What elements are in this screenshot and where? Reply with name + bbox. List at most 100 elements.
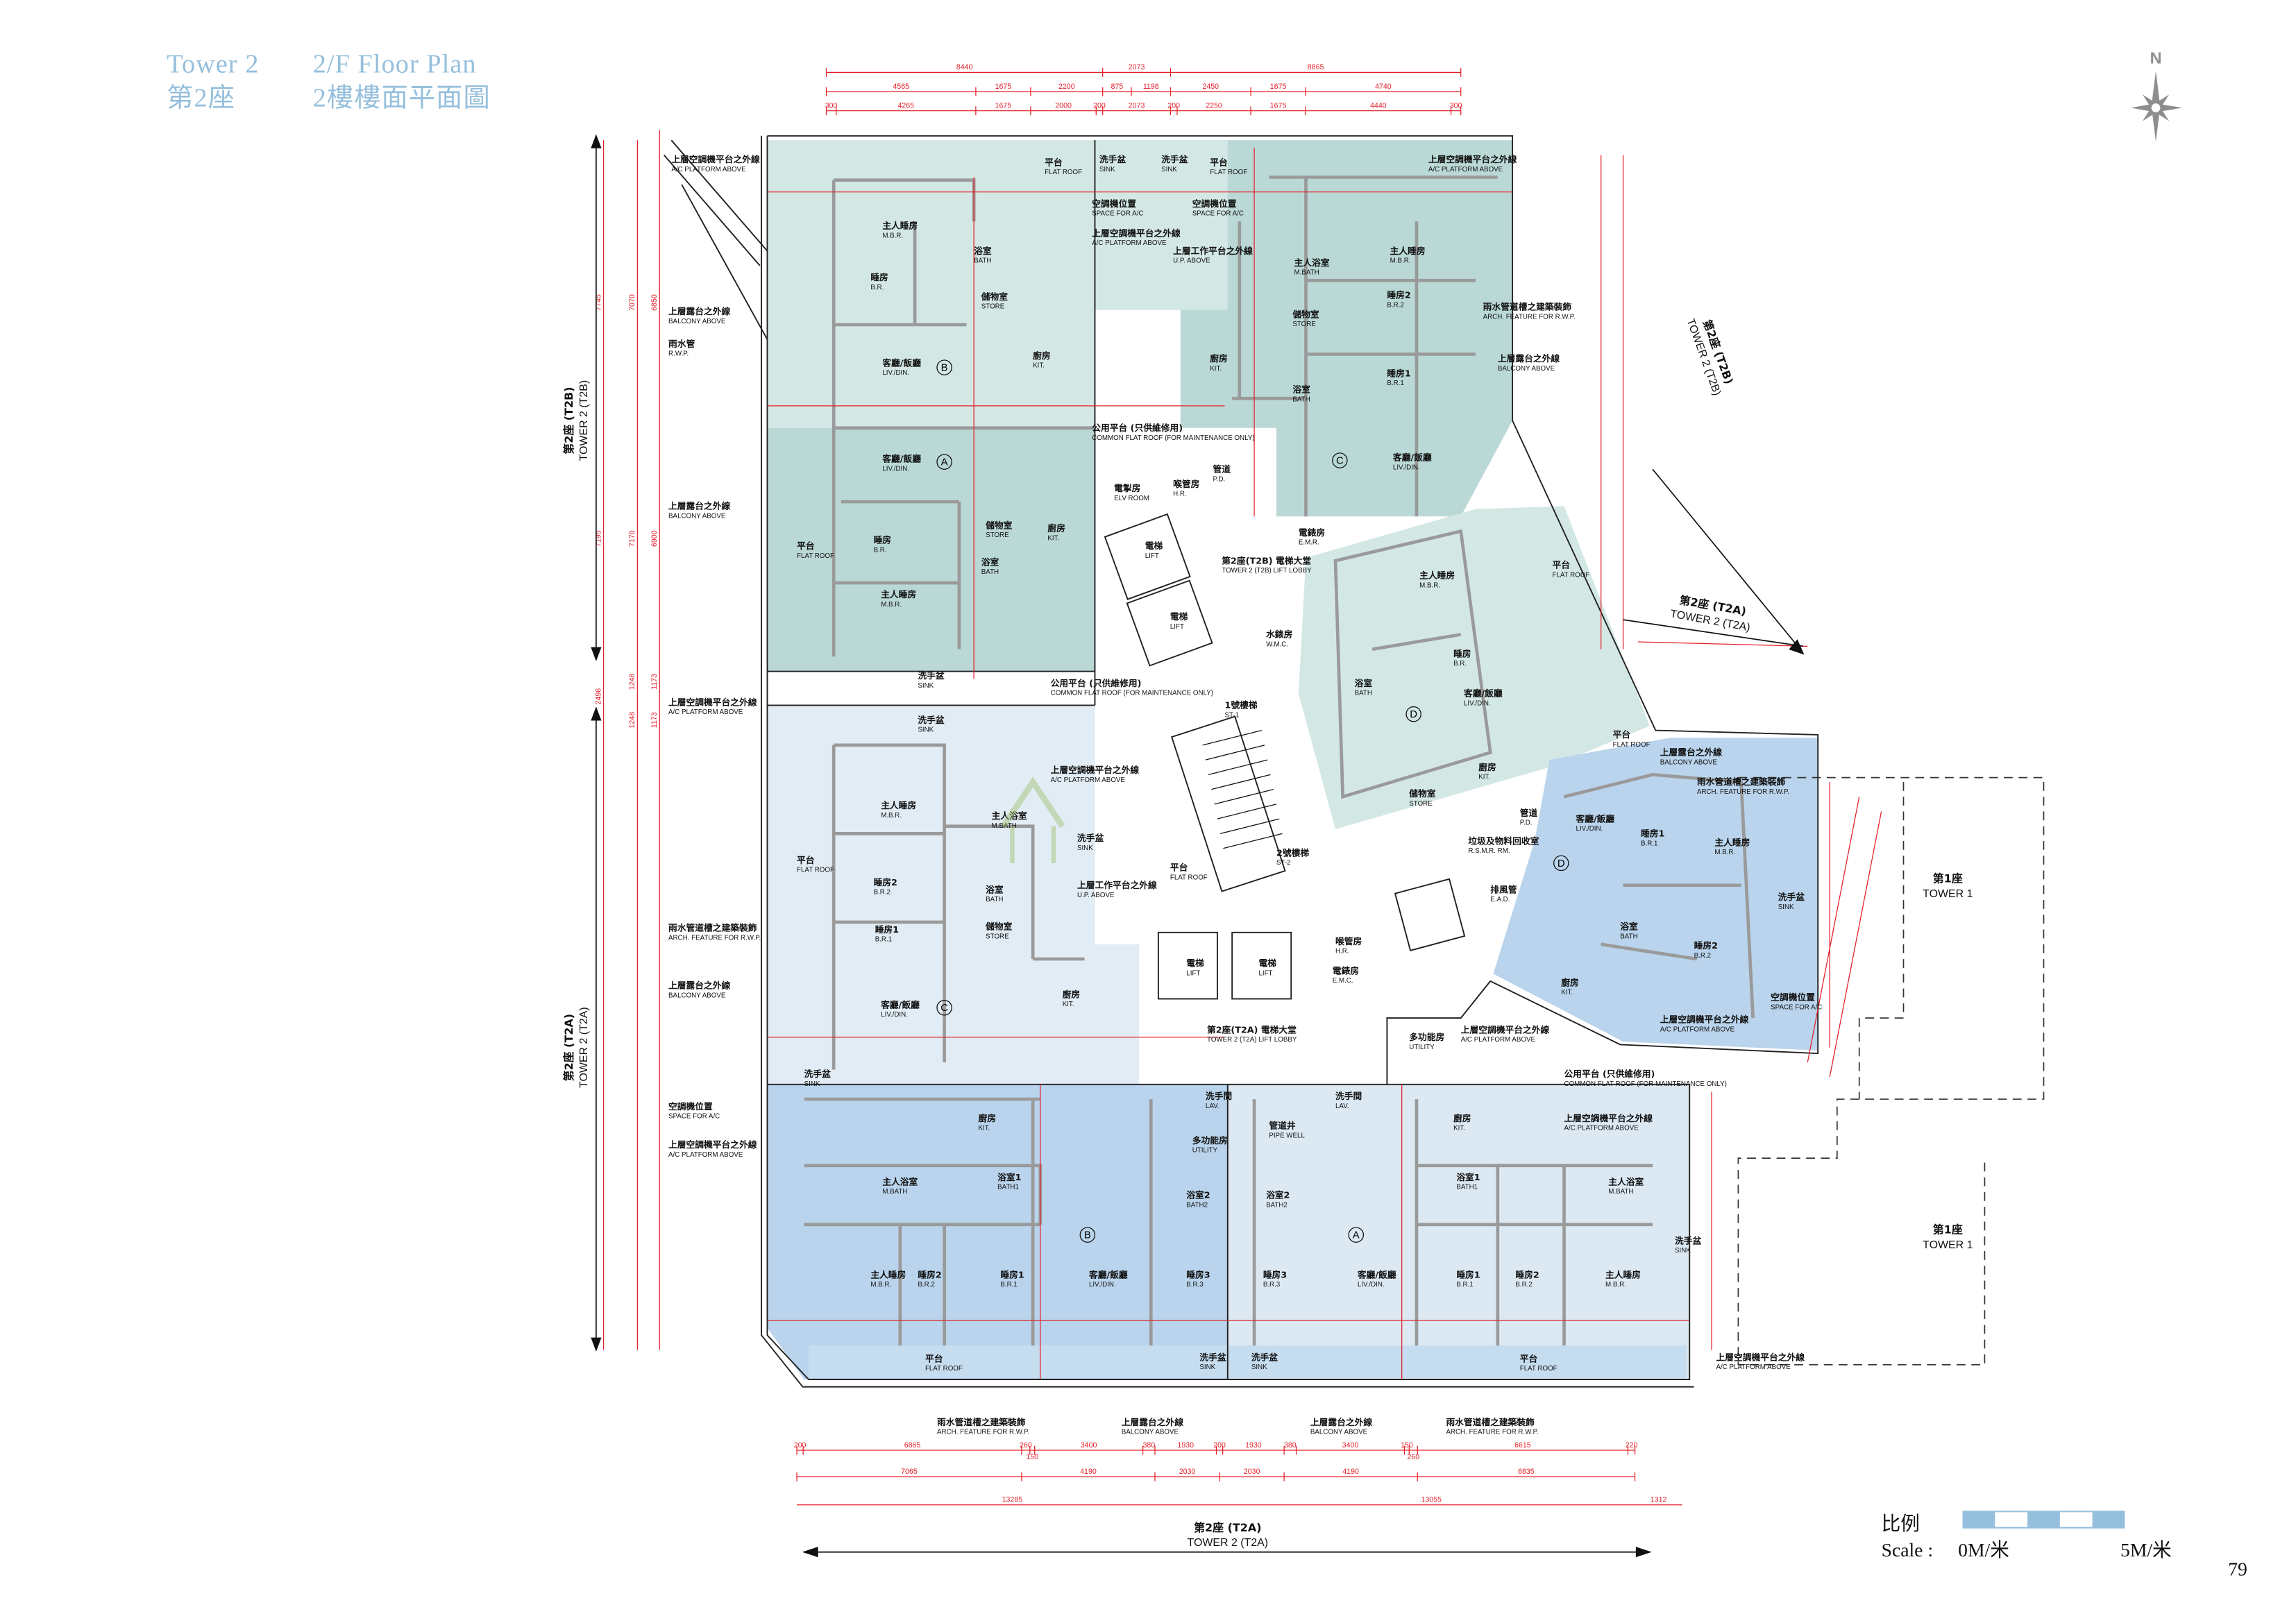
room-label-en: LIFT bbox=[1145, 552, 1159, 560]
room-label-zh: 睡房 bbox=[874, 535, 892, 546]
room-label-zh: 上層空調機平台之外線 bbox=[1461, 1024, 1550, 1035]
room-label-en: KIT. bbox=[1047, 534, 1059, 542]
room-label-en: COMMON FLAT ROOF (FOR MAINTENANCE ONLY) bbox=[1564, 1080, 1727, 1088]
dimension-label: 2000 bbox=[1055, 101, 1072, 110]
dimension-label: 1675 bbox=[1270, 101, 1287, 110]
room-label-zh: 垃圾及物料回收室 bbox=[1468, 835, 1539, 847]
room-label-zh: 睡房2 bbox=[874, 877, 897, 888]
room-label-en: KIT. bbox=[1478, 774, 1490, 781]
tower-label-zh: 第1座 bbox=[1933, 1223, 1963, 1237]
room-label-zh: 睡房1 bbox=[1000, 1269, 1024, 1280]
room-label-en: B.R. bbox=[874, 546, 887, 554]
tower-label: 第2座 (T2B)TOWER 2 (T2B) bbox=[1684, 317, 1735, 397]
unit-marker-letter: C bbox=[940, 1003, 948, 1014]
room-label-zh: 廚房 bbox=[1561, 977, 1578, 988]
room-label-en: BALCONY ABOVE bbox=[668, 318, 726, 325]
room-label-en: A/C PLATFORM ABOVE bbox=[1564, 1125, 1639, 1132]
room-label-zh: 睡房3 bbox=[1186, 1269, 1210, 1280]
tower-label-en: TOWER 2 (T2A) bbox=[1188, 1537, 1269, 1549]
dimension-label: 875 bbox=[1111, 83, 1123, 91]
room-label-zh: 洗手間 bbox=[1335, 1091, 1362, 1102]
room-label-zh: 上層空調機平台之外線 bbox=[1051, 765, 1140, 776]
room-label-zh: 洗手盆 bbox=[1099, 154, 1126, 165]
room-label-en: BATH bbox=[974, 257, 991, 265]
unit-marker-circle bbox=[1406, 706, 1421, 722]
room-label-en: LIV./DIN. bbox=[882, 465, 909, 473]
walls bbox=[663, 135, 2045, 1388]
room-label-zh: 儲物室 bbox=[1292, 309, 1319, 320]
room-label-en: A/C PLATFORM ABOVE bbox=[1051, 776, 1126, 784]
room-label-en: FLAT ROOF bbox=[1045, 169, 1082, 176]
room-label-en: A/C PLATFORM ABOVE bbox=[668, 708, 743, 716]
room-label-zh: 儲物室 bbox=[985, 520, 1012, 531]
dimension-label: 2030 bbox=[1244, 1468, 1260, 1476]
room-label-zh: 浴室2 bbox=[1266, 1190, 1290, 1201]
unit-marker-letter: A bbox=[941, 457, 948, 468]
room-label-en: P.D. bbox=[1213, 475, 1226, 483]
room-label-en: SINK bbox=[918, 682, 934, 690]
title-floor-zh: 2樓樓面平面圖 bbox=[313, 83, 491, 112]
room-label-en: ST-1 bbox=[1225, 711, 1240, 719]
dimension-label: 1675 bbox=[995, 101, 1012, 110]
room-label-zh: 空調機位置 bbox=[1092, 198, 1136, 210]
room-label-zh: 睡房1 bbox=[1456, 1269, 1480, 1280]
room-label-en: B.R.2 bbox=[1387, 301, 1403, 309]
room-label-zh: 睡房2 bbox=[1387, 290, 1410, 301]
room-label-zh: 1號樓梯 bbox=[1225, 700, 1258, 711]
room-label-en: M.BATH bbox=[882, 1188, 907, 1196]
room-label-zh: 上層露台之外線 bbox=[668, 501, 730, 512]
dimension-label: 1198 bbox=[1143, 83, 1159, 91]
room-label-en: UTILITY bbox=[1409, 1044, 1435, 1051]
room-label-zh: 主人睡房 bbox=[870, 1269, 906, 1280]
room-label-en: KIT. bbox=[1033, 362, 1045, 370]
dimension-label: 200 bbox=[1093, 101, 1106, 110]
unit-b-bottom-area bbox=[767, 1084, 1228, 1379]
room-label-zh: 上層露台之外線 bbox=[1310, 1417, 1372, 1428]
dimension-label: 1248 bbox=[628, 712, 636, 729]
dimension-label: 4265 bbox=[897, 101, 914, 110]
room-label-en: H.R. bbox=[1173, 491, 1187, 498]
tower-label-en: TOWER 1 bbox=[1923, 1239, 1973, 1251]
room-label-zh: 第2座(T2A) 電梯大堂 bbox=[1207, 1024, 1297, 1035]
unit-marker-circle bbox=[936, 359, 952, 375]
room-label-zh: 浴室2 bbox=[1186, 1190, 1210, 1201]
room-label-zh: 平台 bbox=[1210, 157, 1228, 168]
dimension-label: 4190 bbox=[1080, 1468, 1097, 1476]
unit-b-top-area bbox=[767, 140, 1095, 428]
room-label-zh: 客廳/飯廳 bbox=[1576, 813, 1615, 824]
room-label-en: LIV./DIN. bbox=[1393, 464, 1420, 471]
room-label-zh: 浴室 bbox=[1292, 384, 1310, 396]
room-label-en: BATH2 bbox=[1266, 1201, 1288, 1209]
room-label-en: ST-2 bbox=[1276, 859, 1291, 867]
room-label-en: BALCONY ABOVE bbox=[668, 992, 726, 999]
room-label: 睡房B.R. bbox=[1453, 648, 1471, 668]
